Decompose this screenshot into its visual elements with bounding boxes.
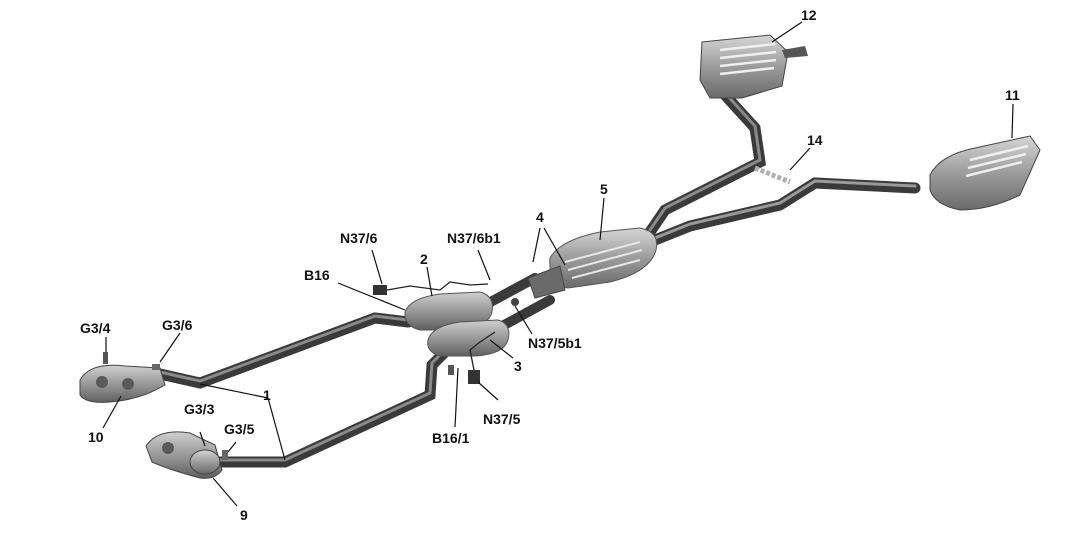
label-n37-5b1: N37/5b1 xyxy=(528,335,582,351)
label-n37-6: N37/6 xyxy=(340,230,378,246)
rear-muffler-12 xyxy=(699,34,808,99)
label-g3-6: G3/6 xyxy=(162,317,193,333)
sensor-n37-5b1 xyxy=(511,298,519,306)
junction-4 xyxy=(527,265,566,299)
label-n37-5: N37/5 xyxy=(483,411,521,427)
label-b16-1: B16/1 xyxy=(432,430,470,446)
exhaust-manifold-left xyxy=(79,352,166,403)
label-2: 2 xyxy=(420,251,428,267)
label-11: 11 xyxy=(1005,87,1020,103)
center-muffler-5 xyxy=(549,227,658,289)
label-b16: B16 xyxy=(304,267,330,283)
label-g3-5: G3/5 xyxy=(224,421,255,437)
rear-muffler-11 xyxy=(929,135,1041,211)
label-4: 4 xyxy=(536,209,544,225)
label-g3-4: G3/4 xyxy=(80,320,111,336)
label-1: 1 xyxy=(263,387,271,403)
leader-lines xyxy=(102,21,1014,507)
catalytic-converter-2 xyxy=(404,291,493,331)
sensor-b16-1 xyxy=(448,365,454,375)
label-12: 12 xyxy=(801,7,817,23)
catalytic-converter-3 xyxy=(427,319,510,357)
label-14: 14 xyxy=(807,132,823,148)
label-g3-3: G3/3 xyxy=(184,401,215,417)
labels: 1 2 3 4 5 9 10 11 12 14 B16 B16/1 G3/3 G… xyxy=(80,7,1020,523)
upper-pipe-run xyxy=(154,312,414,389)
label-5: 5 xyxy=(600,181,608,197)
sensor-n37-5 xyxy=(468,331,496,384)
label-3: 3 xyxy=(514,358,522,374)
lower-pipe-run xyxy=(212,346,451,468)
label-10: 10 xyxy=(88,429,104,445)
label-n37-6b1: N37/6b1 xyxy=(447,230,501,246)
label-9: 9 xyxy=(240,507,248,523)
exhaust-manifold-right xyxy=(145,431,228,479)
sensor-n37-6 xyxy=(373,281,489,295)
rear-pipes xyxy=(644,89,921,246)
